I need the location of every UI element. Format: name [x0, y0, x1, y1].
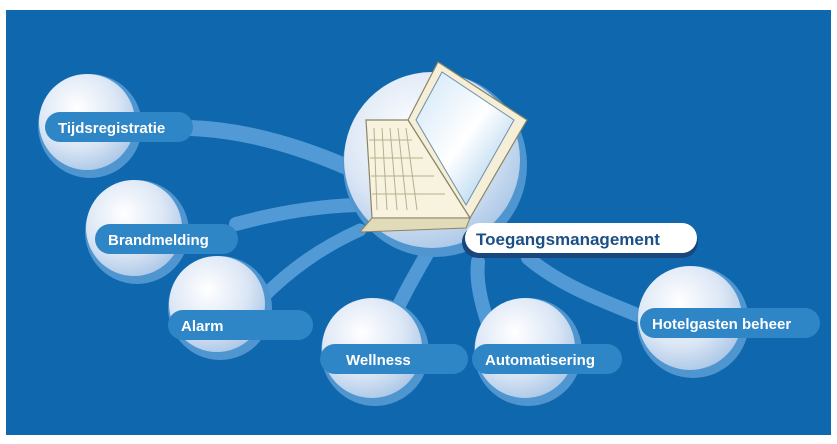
center-node: Toegangsmanagement [343, 61, 698, 258]
connector-alarm [255, 223, 367, 305]
connector-tijdsregistratie [182, 120, 366, 180]
node-automatisering: Automatisering [472, 298, 622, 406]
connector-hotelgasten [521, 251, 657, 327]
node-wellness: Wellness [320, 298, 468, 406]
node-tijdsregistratie: Tijdsregistratie [38, 74, 193, 178]
node-label-hotelgasten: Hotelgasten beheer [652, 316, 791, 333]
node-alarm: Alarm [168, 256, 313, 360]
connector-brandmelding [229, 198, 365, 231]
node-label-automatisering: Automatisering [485, 352, 595, 369]
center-label: Toegangsmanagement [476, 230, 660, 249]
node-label-tijdsregistratie: Tijdsregistratie [58, 120, 165, 137]
node-label-wellness: Wellness [346, 352, 411, 369]
node-label-alarm: Alarm [181, 318, 224, 335]
node-hotelgasten: Hotelgasten beheer [637, 266, 820, 378]
laptop-icon [358, 61, 528, 233]
node-brandmelding: Brandmelding [85, 180, 238, 284]
node-label-brandmelding: Brandmelding [108, 232, 209, 249]
